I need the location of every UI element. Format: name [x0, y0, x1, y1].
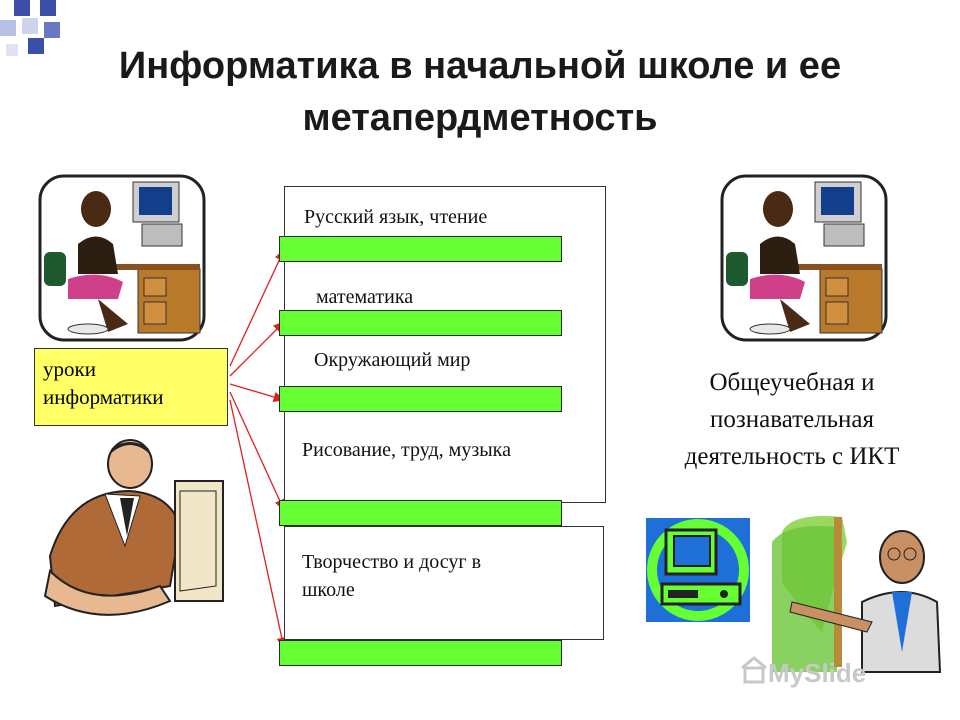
woman-at-computer-icon	[38, 174, 206, 342]
arrow-1	[229, 248, 285, 367]
page-title: Информатика в начальной школе и ее метап…	[118, 45, 842, 139]
subject-russian: Русский язык, чтение	[304, 206, 488, 228]
myslide-watermark: MySlide	[768, 658, 867, 688]
man-at-computer-icon	[43, 439, 224, 616]
subject-world: Окружающий мир	[314, 349, 471, 371]
computer-icon	[646, 518, 750, 622]
green-bar-3	[279, 386, 562, 412]
arrow-3	[229, 383, 286, 403]
green-bar-2	[279, 310, 562, 336]
corner-squares-icon	[0, 0, 60, 56]
green-bar-4	[279, 500, 562, 526]
activity-text: Общеучебная и познавательная деятельност…	[684, 369, 900, 470]
arrow-5	[229, 399, 287, 650]
subject-art: Рисование, труд, музыка	[302, 439, 511, 461]
myslide-logo-icon	[741, 656, 767, 684]
green-bar-5	[279, 640, 562, 666]
green-bar-1	[279, 236, 562, 262]
creativity-box	[284, 526, 604, 640]
arrow-2	[229, 321, 285, 377]
subject-creativity: Творчество и досуг в школе	[302, 551, 482, 601]
lessons-label: уроки информатики	[34, 348, 228, 426]
teacher-at-board-icon	[772, 516, 942, 673]
woman-at-computer-icon	[720, 174, 888, 342]
subject-math: математика	[316, 286, 414, 308]
arrow-4	[229, 391, 285, 512]
